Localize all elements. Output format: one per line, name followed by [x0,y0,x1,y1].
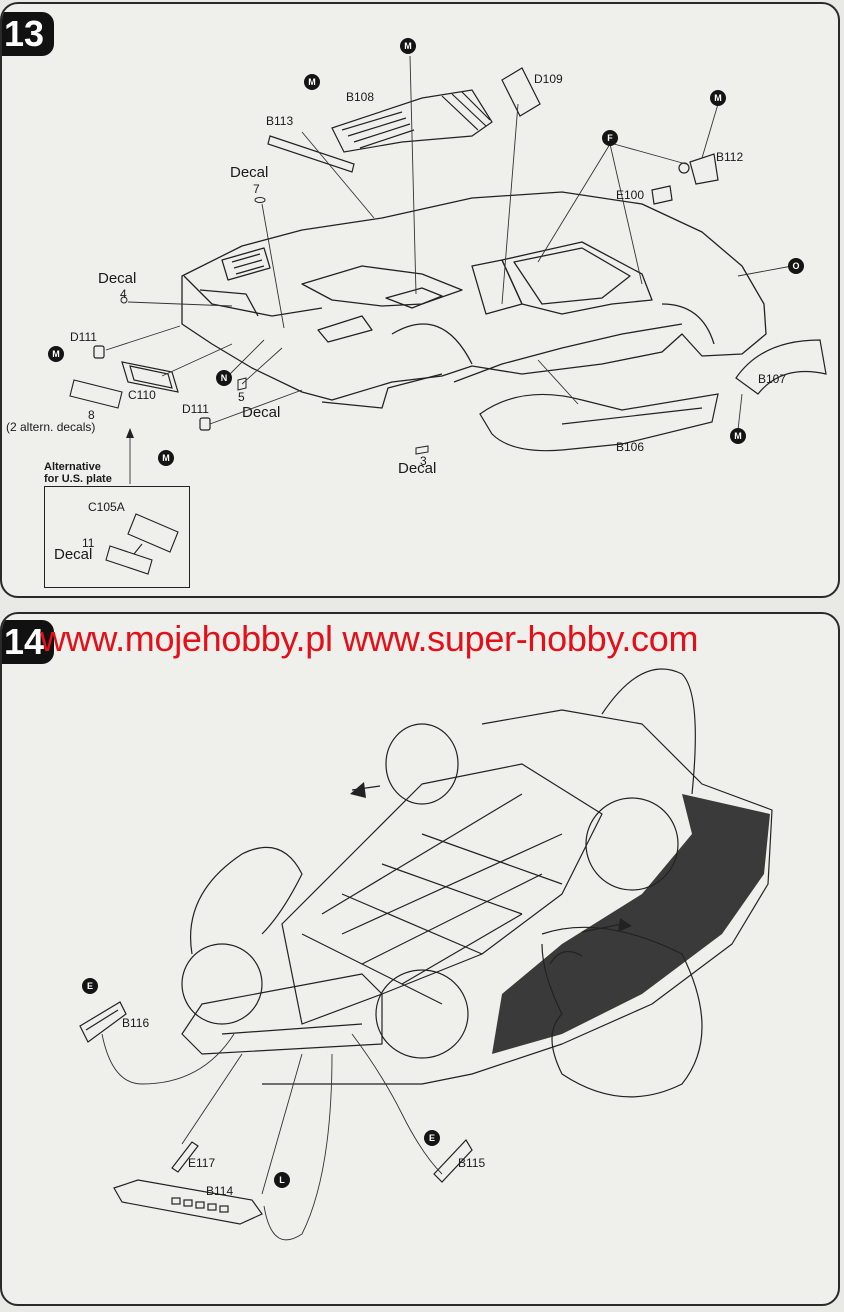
part-label-d111: D111 [182,402,209,416]
part-label-d111: D111 [70,330,97,344]
paint-marker-o: O [788,258,804,274]
part-label-b114: B114 [206,1184,234,1198]
decal-3-number: 3 [420,454,427,468]
step-14-number: 14 [2,620,55,664]
step-13-car-body-drawing [69,55,827,575]
decal-7-label: Decal [230,164,269,181]
part-label-b108: B108 [346,90,375,104]
paint-marker-m: M [710,90,726,106]
step-13-number: 13 [2,12,55,56]
paint-marker-m: M [400,38,416,54]
part-label-e117: E117 [188,1156,216,1170]
us-plate-alternative-box [44,486,190,588]
decal-8-note: (2 altern. decals) [6,420,96,434]
part-label-b115: B115 [458,1156,486,1170]
part-label-d109: D109 [534,72,563,86]
decal-11-label: Decal [54,546,93,563]
decal-7-number: 7 [253,182,260,196]
part-label-b106: B106 [616,440,645,454]
paint-marker-e: E [424,1130,440,1146]
decal-4-label: Decal [98,270,137,287]
step-13-panel: 13 [0,2,840,598]
paint-marker-f: F [602,130,618,146]
paint-marker-m: M [304,74,320,90]
decal-8-number: 8 [88,408,95,422]
part-label-b113: B113 [266,114,294,128]
decal-5-label: Decal [242,404,281,421]
part-label-b112: B112 [716,150,744,164]
paint-marker-m: M [48,346,64,362]
paint-marker-m: M [158,450,174,466]
decal-5-number: 5 [238,390,245,404]
part-label-b107: B107 [758,372,787,386]
alternative-title: Alternative [44,461,101,473]
part-label-e100: E100 [616,188,645,202]
part-label-c105a: C105A [88,500,125,514]
decal-3-label: Decal [398,460,437,477]
paint-marker-n: N [216,370,232,386]
paint-marker-e: E [82,978,98,994]
step-14-panel: 14 [0,612,840,1306]
paint-marker-l: L [274,1172,290,1188]
step-14-chassis-drawing [79,668,773,1241]
decal-11-number: 11 [82,536,95,550]
part-label-c110: C110 [128,388,156,402]
watermark-urls: www.mojehobby.pl www.super-hobby.com [40,618,699,659]
part-label-b116: B116 [122,1016,150,1030]
decal-4-number: 4 [120,287,127,301]
alternative-subtitle: for U.S. plate [44,473,112,485]
paint-marker-m: M [730,428,746,444]
